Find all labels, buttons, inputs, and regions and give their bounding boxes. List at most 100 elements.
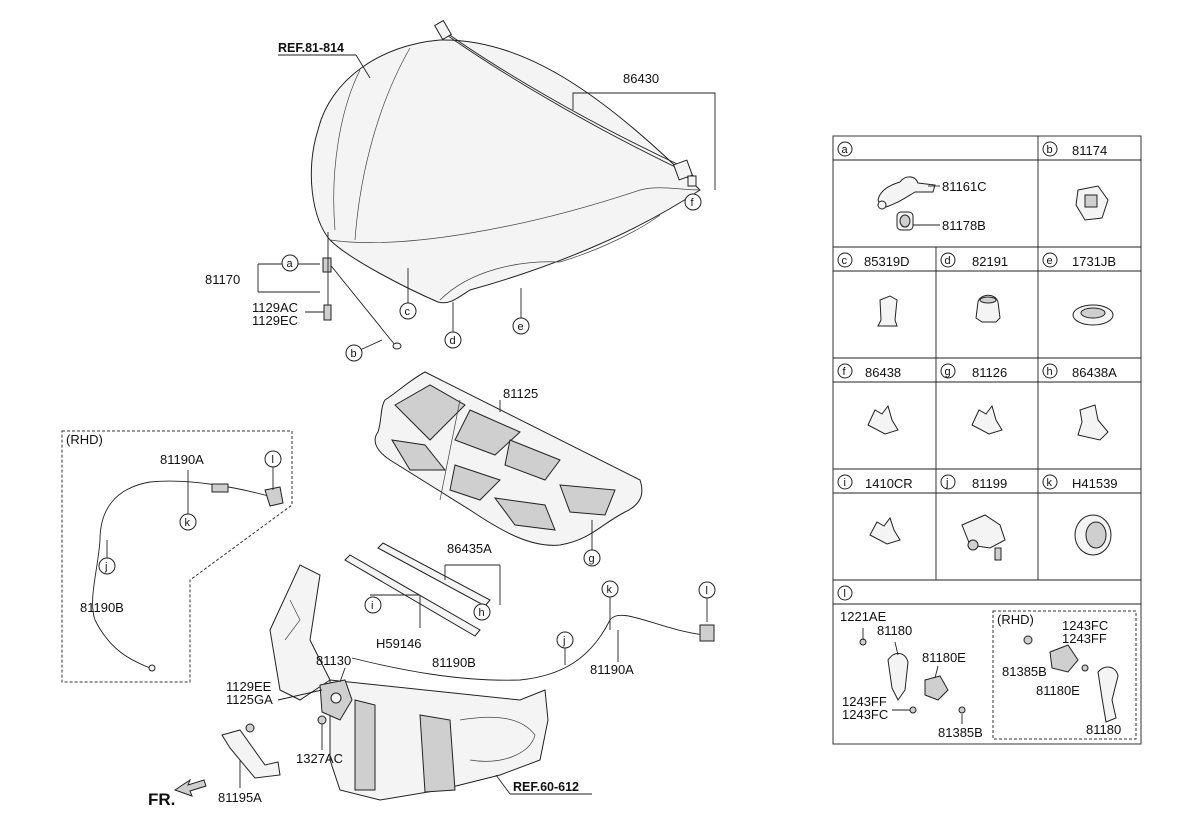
svg-text:h: h	[1047, 366, 1053, 378]
hood-seal-86430	[433, 19, 697, 187]
svg-text:81174: 81174	[1072, 143, 1107, 158]
ref-panel-leader	[495, 774, 511, 795]
label-H59146: H59146	[376, 636, 422, 651]
weatherstrip-86435A	[344, 542, 491, 637]
svg-text:h: h	[479, 607, 485, 619]
legend-l-rhd-1243FF: 1243FF	[1062, 631, 1107, 646]
svg-text:a: a	[842, 144, 849, 156]
ref-panel: REF.60-612	[513, 780, 579, 794]
rhd-release-cable	[92, 480, 284, 672]
legend-cell-f: f 86438	[837, 363, 901, 435]
front-label: FR.	[148, 790, 175, 809]
front-arrow-icon	[173, 778, 207, 797]
svg-text:1731JB: 1731JB	[1072, 254, 1116, 269]
callout-l-rhd: l	[264, 450, 282, 490]
svg-text:j: j	[104, 561, 107, 573]
legend-cell-b: b 81174	[1042, 141, 1109, 221]
legend-cell-k: k H41539	[1042, 474, 1118, 556]
svg-text:85319D: 85319D	[864, 254, 910, 269]
svg-text:l: l	[706, 585, 708, 597]
legend-a-81178B: 81178B	[942, 218, 986, 233]
legend-l-rhd-81180E: 81180E	[1036, 683, 1080, 698]
svg-text:g: g	[589, 553, 595, 565]
svg-text:86438A: 86438A	[1072, 365, 1117, 380]
label-1129EE: 1129EE	[226, 679, 272, 694]
legend-l-81180: 81180	[877, 623, 912, 638]
legend-cell-d: d 82191	[940, 252, 1008, 323]
legend-cell-g: g 81126	[940, 363, 1007, 435]
svg-text:k: k	[185, 517, 191, 529]
callout-a: a	[281, 254, 299, 272]
legend-cell-h: h 86438A	[1042, 363, 1117, 441]
svg-text:i: i	[371, 600, 373, 612]
callout-h: h	[473, 603, 491, 621]
hood-stay-rod	[322, 257, 402, 350]
label-1125GA: 1125GA	[226, 692, 273, 707]
label-1129AC: 1129AC	[252, 300, 298, 315]
legend-l-rhd-1243FC: 1243FC	[1062, 618, 1108, 633]
legend-l-rhd: (RHD)	[997, 612, 1034, 627]
label-81170: 81170	[205, 272, 240, 287]
legend-cell-e: e 1731JB	[1042, 252, 1116, 326]
label-81190B: 81190B	[432, 655, 476, 670]
leader-86430	[572, 92, 716, 190]
label-1327AC: 1327AC	[296, 751, 343, 766]
legend-l-1243FF: 1243FF	[842, 694, 887, 709]
svg-text:81126: 81126	[972, 365, 1007, 380]
legend-cell-a: a 81161C 81178B	[837, 141, 987, 233]
svg-text:i: i	[844, 477, 846, 489]
label-86430: 86430	[623, 71, 659, 86]
callout-c: c	[399, 268, 417, 320]
svg-text:H41539: H41539	[1072, 476, 1118, 491]
svg-text:j: j	[562, 635, 565, 647]
label-81130: 81130	[316, 653, 351, 668]
svg-text:82191: 82191	[972, 254, 1008, 269]
front-end-carrier	[269, 564, 549, 801]
legend-cell-i: i 1410CR	[837, 474, 913, 545]
callout-d: d	[444, 302, 462, 349]
hood-panel	[310, 39, 701, 304]
svg-text:c: c	[842, 255, 848, 267]
svg-text:l: l	[844, 588, 846, 600]
label-81195A: 81195A	[218, 790, 262, 805]
hood-latch-81130	[319, 679, 353, 721]
label-81125: 81125	[503, 386, 538, 401]
label-81190B-rhd: 81190B	[80, 600, 124, 615]
legend-cell-l: l 1221AE 81180 81180E 1243FF 1243FC 8138…	[837, 585, 1137, 740]
legend-l-81385B: 81385B	[938, 725, 983, 740]
callout-k-main: k	[601, 580, 619, 630]
label-81190A-rhd: 81190A	[160, 452, 204, 467]
svg-text:1410CR: 1410CR	[865, 476, 913, 491]
rhd-label: (RHD)	[66, 432, 103, 447]
ref-hood: REF.81-814	[278, 41, 344, 55]
svg-text:d: d	[450, 335, 456, 347]
callout-b: b	[345, 339, 383, 362]
legend-l-rhd-81180: 81180	[1086, 722, 1121, 737]
legend-cell-j: j 81199	[940, 474, 1007, 561]
leader-1129EE	[277, 689, 323, 701]
svg-text:l: l	[272, 454, 274, 466]
svg-text:g: g	[945, 366, 951, 378]
svg-text:j: j	[945, 477, 948, 489]
svg-text:b: b	[351, 348, 357, 360]
label-81190A: 81190A	[590, 662, 634, 677]
svg-text:81199: 81199	[972, 476, 1007, 491]
nut-1327AC	[317, 715, 327, 725]
svg-text:f: f	[843, 366, 847, 378]
svg-text:e: e	[1047, 255, 1053, 267]
svg-text:k: k	[1047, 477, 1053, 489]
callout-f: f	[684, 193, 702, 211]
svg-text:f: f	[691, 197, 695, 209]
svg-text:c: c	[405, 306, 411, 318]
bracket-81195A	[221, 729, 281, 779]
svg-text:d: d	[945, 255, 951, 267]
ref-hood-leader	[355, 54, 371, 79]
legend-table	[832, 135, 1142, 745]
rhd-box	[61, 430, 293, 683]
legend-l-81180E: 81180E	[922, 650, 966, 665]
callout-k-rhd: k	[179, 513, 197, 531]
callout-i-strip: i	[364, 596, 382, 614]
legend-l-1243FC: 1243FC	[842, 707, 888, 722]
legend-cell-c: c 85319D	[837, 252, 910, 327]
